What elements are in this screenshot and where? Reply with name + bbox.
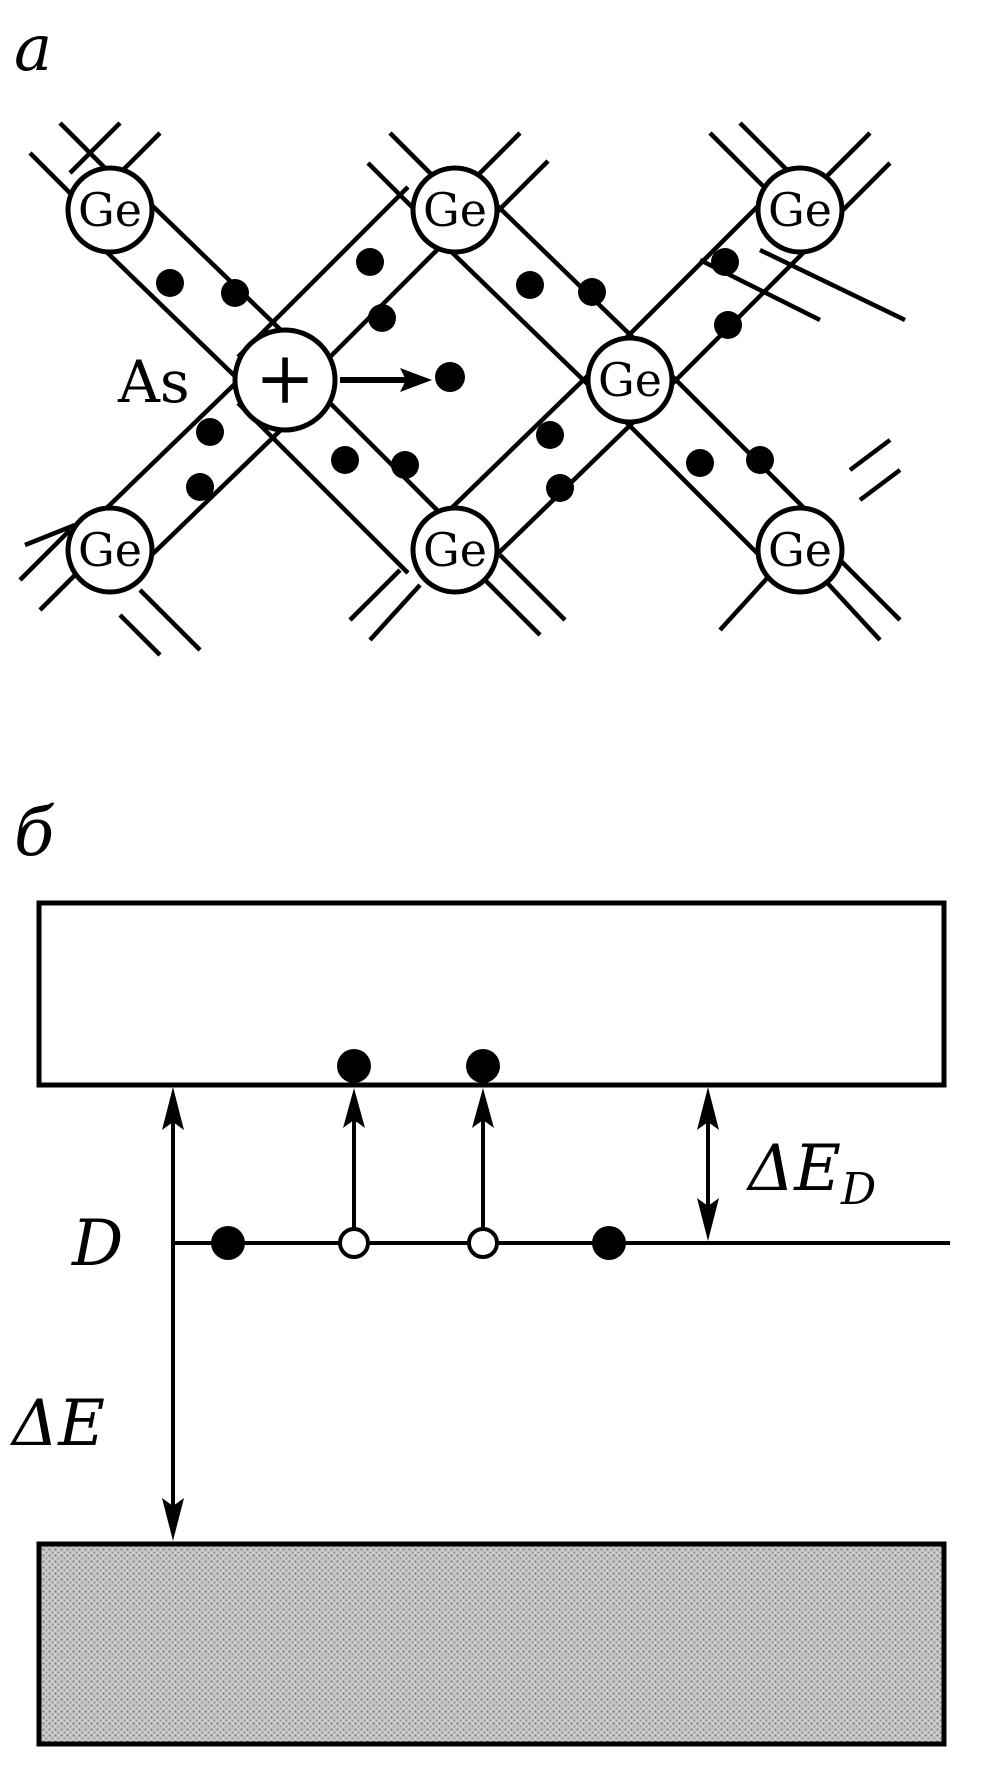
as-charge: + (255, 336, 315, 420)
conduction-electron (337, 1049, 371, 1083)
electron (221, 279, 249, 307)
band-gap-label: ΔE (9, 1387, 105, 1461)
ge-atom: Ge (410, 505, 500, 595)
conduction-electron (466, 1049, 500, 1083)
ge-atom: Ge (410, 165, 500, 255)
electron (356, 248, 384, 276)
donor-vacancy (467, 1227, 499, 1259)
ge-atom-label: Ge (78, 183, 142, 237)
ge-atom: Ge (65, 165, 155, 255)
electron (714, 311, 742, 339)
free-electron (435, 362, 465, 392)
ge-atom: Ge (585, 335, 675, 425)
electron (516, 271, 544, 299)
electron (196, 418, 224, 446)
ge-atom-label: Ge (768, 523, 832, 577)
donor-level-label: D (71, 1207, 123, 1281)
ge-atom-label: Ge (78, 523, 142, 577)
excitation-arrow (343, 1088, 365, 1228)
ge-atom-label: Ge (768, 183, 832, 237)
bond-electrons (156, 248, 774, 502)
as-atom: + (232, 327, 338, 433)
electron (686, 449, 714, 477)
donor-vacancy (338, 1227, 370, 1259)
ge-atom-label: Ge (423, 183, 487, 237)
panel-b-label: б (14, 794, 55, 871)
valence-band (36, 1541, 947, 1747)
as-label: As (117, 348, 190, 416)
donor-electron (592, 1226, 626, 1260)
electron (186, 473, 214, 501)
ge-atom: Ge (65, 505, 155, 595)
excitation-arrow (472, 1088, 494, 1228)
ge-atom-label: Ge (598, 353, 662, 407)
ge-atom-label: Ge (423, 523, 487, 577)
electron (156, 269, 184, 297)
ge-atom: Ge (755, 165, 845, 255)
electron (578, 278, 606, 306)
electron (536, 421, 564, 449)
panel-a: a (14, 12, 906, 657)
donor-gap-label: ΔED (745, 1132, 876, 1215)
band-gap-arrow (162, 1087, 184, 1541)
donor-gap-arrow (697, 1087, 719, 1241)
ge-atom: Ge (755, 505, 845, 595)
panel-b: б D ΔE ΔED (9, 794, 950, 1747)
donor-electron (211, 1226, 245, 1260)
electron (331, 446, 359, 474)
electron (711, 248, 739, 276)
electron (546, 474, 574, 502)
electron (368, 304, 396, 332)
electron (746, 446, 774, 474)
free-electron-arrow (340, 368, 432, 392)
panel-a-label: a (14, 12, 52, 86)
electron (391, 451, 419, 479)
